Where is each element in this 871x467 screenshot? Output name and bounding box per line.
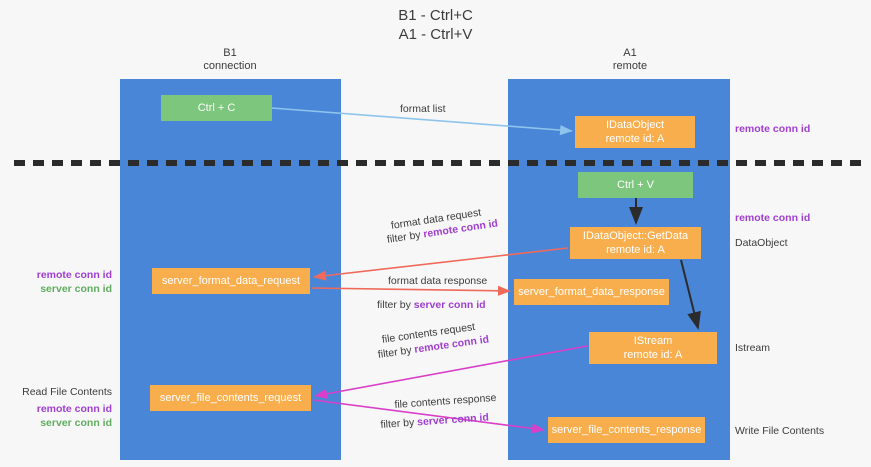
node-istream-sublabel: remote id: A [623, 349, 683, 361]
filter-prefix: filter by [380, 416, 418, 431]
annotation-server-conn-id-2: server conn id [40, 417, 112, 429]
annotation-write-file-contents: Write File Contents [735, 425, 825, 437]
annotation-istream: Istream [735, 342, 771, 354]
node-server-format-data-response[interactable]: server_format_data_response [514, 279, 669, 305]
annotation-remote-conn-id-top: remote conn id [735, 123, 811, 135]
lane-header-b1-subtitle: connection [203, 60, 257, 72]
page-title-line-2: A1 - Ctrl+V [398, 26, 473, 43]
node-getdata-sublabel: remote id: A [606, 244, 665, 256]
node-server-format-data-request[interactable]: server_format_data_request [152, 268, 310, 294]
node-idataobject-label: IDataObject [605, 119, 665, 131]
node-server-file-contents-response[interactable]: server_file_contents_response [548, 417, 705, 443]
annotation-conn-ids-format: remote conn id server conn id [0, 268, 112, 296]
annotation-read-file-contents: Read File Contents [22, 386, 112, 398]
edge-format-list [271, 107, 573, 136]
annotation-dataobject: DataObject [735, 237, 788, 249]
node-idataobject-sublabel: remote id: A [605, 133, 665, 145]
node-ctrl-c-label: Ctrl + C [197, 102, 236, 114]
lane-header-a1: A1 remote [540, 47, 720, 73]
lane-header-b1: B1 connection [140, 47, 320, 73]
annotation-conn-ids-file: remote conn id server conn id [0, 402, 112, 430]
edge-getdata-to-istream [680, 259, 701, 330]
node-ctrl-v[interactable]: Ctrl + V [578, 172, 693, 198]
annotation-remote-conn-id-mid: remote conn id [735, 212, 811, 224]
phase-divider [14, 160, 862, 166]
page-title-line-1: B1 - Ctrl+C [398, 7, 473, 24]
edge-label-format-list: format list [400, 103, 446, 115]
node-sfc-resp-label: server_file_contents_response [551, 424, 702, 436]
annotation-remote-conn-id-1: remote conn id [36, 269, 112, 281]
node-server-file-contents-request[interactable]: server_file_contents_request [150, 385, 311, 411]
filter-key-server-conn-id: server conn id [413, 299, 486, 311]
node-idataobject[interactable]: IDataObject remote id: A [575, 116, 695, 148]
node-istream[interactable]: IStream remote id: A [589, 332, 717, 364]
edge-format-data-request [313, 247, 569, 281]
edge-file-contents-response [312, 399, 545, 434]
annotation-remote-conn-id-2: remote conn id [36, 403, 112, 415]
node-getdata-label: IDataObject::GetData [582, 230, 689, 242]
filter-prefix: filter by [377, 299, 414, 311]
lane-header-a1-name: A1 [623, 47, 637, 59]
annotation-server-conn-id-1: server conn id [40, 283, 112, 295]
node-sfc-req-label: server_file_contents_request [159, 392, 302, 404]
lane-header-a1-subtitle: remote [612, 60, 648, 72]
node-ctrl-v-label: Ctrl + V [617, 179, 654, 191]
lane-header-b1-name: B1 [223, 47, 237, 59]
edge-label-format-data-response-filter: filter by server conn id [377, 298, 486, 312]
node-istream-label: IStream [633, 335, 673, 347]
node-sfd-resp-label: server_format_data_response [518, 286, 665, 298]
node-sfd-req-label: server_format_data_request [161, 275, 301, 287]
edge-file-contents-request [314, 345, 588, 399]
node-ctrl-c[interactable]: Ctrl + C [161, 95, 272, 121]
node-idataobject-getdata[interactable]: IDataObject::GetData remote id: A [570, 227, 701, 259]
edge-label-format-data-response: format data response [388, 275, 488, 287]
page-title: B1 - Ctrl+C A1 - Ctrl+V [0, 6, 871, 44]
edge-format-data-response [311, 285, 511, 296]
